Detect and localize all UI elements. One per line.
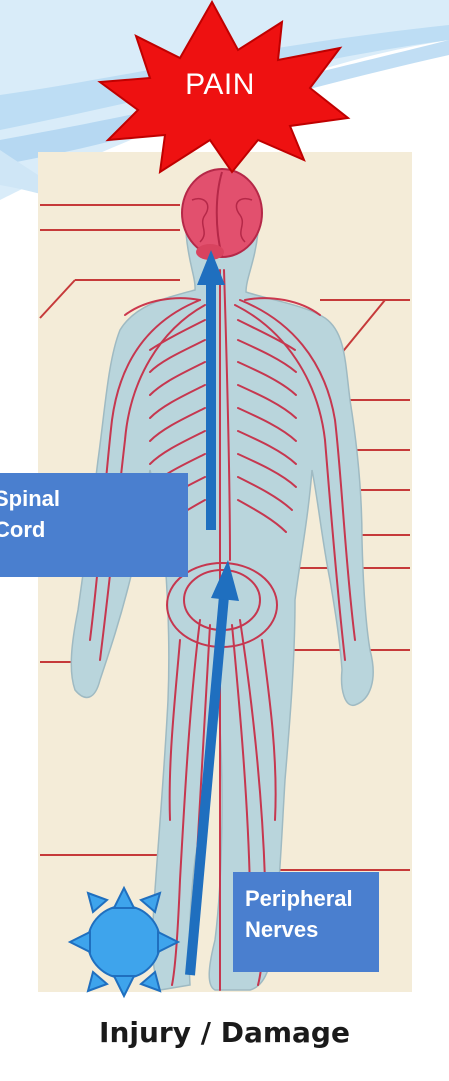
- peripheral-nerves-label: Peripheral Nerves: [233, 872, 379, 972]
- injury-caption: Injury / Damage: [0, 1016, 449, 1049]
- peripheral-nerves-line1: Peripheral: [245, 883, 379, 914]
- spinal-cord-label: Spinal Cord: [0, 473, 188, 577]
- spinal-cord-line2: Cord: [0, 514, 188, 545]
- peripheral-nerves-line2: Nerves: [245, 914, 379, 945]
- spinal-cord-line1: Spinal: [0, 483, 188, 514]
- pain-label: PAIN: [150, 68, 290, 102]
